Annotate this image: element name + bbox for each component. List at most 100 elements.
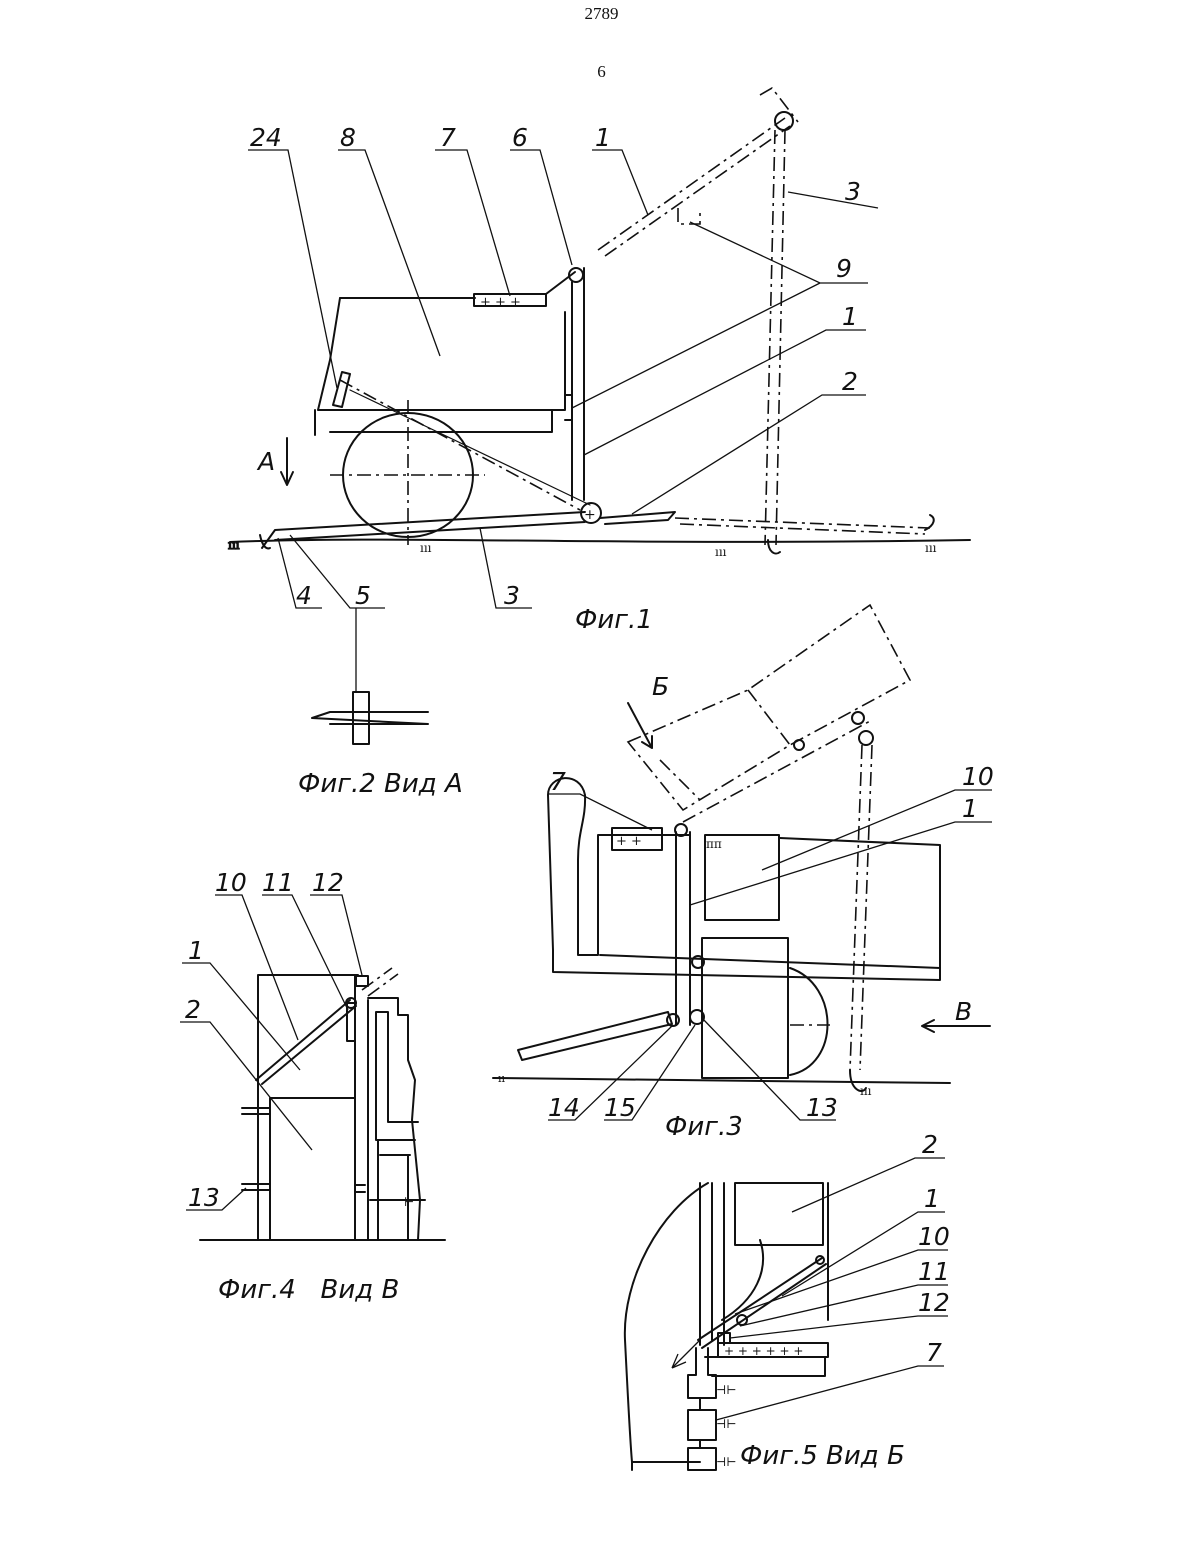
fig5-label-12: 12 <box>918 1288 950 1317</box>
fig4-leader-11 <box>262 895 348 1010</box>
fig1-link <box>546 272 575 294</box>
fig4-leader-2 <box>180 1022 312 1150</box>
fig1-leader-9 <box>572 222 868 408</box>
fig1-hatch: ııı <box>420 541 432 555</box>
fig4-lower-channel <box>378 1140 410 1240</box>
fig3-label-7: 7 <box>550 767 566 796</box>
fig1-caption: Фиг.1 <box>575 605 653 635</box>
fig3-leader-10 <box>762 790 992 870</box>
fig3-post-dashed <box>850 745 872 1070</box>
fig1-part-24 <box>333 372 350 407</box>
fig1-top-hinge <box>775 112 793 130</box>
figure-3: ıı ııı ᴨᴨ + + Б <box>493 605 994 1142</box>
fig1-label-1-top: 1 <box>595 123 611 152</box>
fig1-hatch: ııı <box>715 545 727 559</box>
fig3-raised-arm <box>683 720 872 822</box>
fig5-hinge-upper <box>688 1348 716 1398</box>
fig4-label-11: 11 <box>262 868 294 897</box>
fig1-chassis <box>315 410 552 435</box>
fig3-raised-box <box>628 605 910 810</box>
fig4-label-2: 2 <box>185 995 201 1024</box>
fig5-hinge-mid <box>688 1410 716 1440</box>
fig4-arm-1 <box>256 1000 356 1084</box>
figure-2: Фиг.2 Вид А <box>298 608 463 799</box>
fig3-label-15: 15 <box>604 1093 636 1122</box>
fig1-leader-7 <box>435 150 510 296</box>
fig4-pin-right <box>355 1185 365 1192</box>
fig5-part-2-curve <box>722 1240 763 1320</box>
fig1-hatch: ııı <box>925 541 937 555</box>
fig5-plate-lower <box>705 1357 825 1376</box>
fig3-plus-marks: + + <box>616 834 642 849</box>
fig5-leader-7 <box>716 1366 944 1420</box>
fig3-label-10: 10 <box>962 762 994 791</box>
fig5-label-7: 7 <box>926 1338 942 1367</box>
fig2-hook-plate <box>353 692 369 744</box>
fig3-label-1: 1 <box>962 794 978 823</box>
fig5-leader-12 <box>730 1316 948 1338</box>
fig3-label-13: 13 <box>806 1093 838 1122</box>
fig1-label-2: 2 <box>842 367 858 396</box>
fig5-leader-2 <box>792 1158 945 1212</box>
fig3-seat-back <box>548 778 690 955</box>
fig1-strut-dashed <box>340 380 580 510</box>
fig5-plus-marks: + + + + + + <box>724 1344 803 1358</box>
fig5-label-1: 1 <box>924 1184 940 1213</box>
fig1-arrow-a <box>281 438 293 485</box>
fig1-leader-1-mid <box>584 330 866 455</box>
fig1-leader-2 <box>632 395 866 514</box>
fig1-label-5: 5 <box>355 581 371 610</box>
fig1-label-6: 6 <box>512 123 528 152</box>
fig1-arm-raised <box>598 118 785 250</box>
fig3-hinge-14 <box>667 1014 679 1026</box>
fig1-label-1-mid: 1 <box>842 302 858 331</box>
fig1-ramp-dashed-lower <box>680 524 925 534</box>
fig3-raised-box-inner <box>660 690 790 800</box>
fig1-hatch: ııı <box>228 538 240 552</box>
fig1-ramp-2 <box>600 512 675 524</box>
fig1-ground <box>230 540 970 542</box>
fig1-leader-6 <box>510 150 572 265</box>
figure-4: ⊢ 10 11 12 1 2 13 Фиг.4 Вид В <box>180 868 445 1305</box>
fig1-arm-raised-lower <box>605 126 790 256</box>
fig1-label-3-bottom: 3 <box>504 581 520 610</box>
fig1-post-1 <box>572 268 584 500</box>
fig4-label-10: 10 <box>215 868 247 897</box>
fig3-post-hinge <box>859 731 873 745</box>
fig1-leader-24 <box>248 150 337 388</box>
fig5-label-11: 11 <box>918 1257 950 1286</box>
fig1-plus-marks: + + + <box>480 295 521 310</box>
fig4-label-1: 1 <box>188 936 204 965</box>
fig4-mark: ⊢ <box>404 1195 414 1209</box>
fig4-label-12: 12 <box>312 868 344 897</box>
fig3-arm-hinge <box>794 740 804 750</box>
fig1-label-4: 4 <box>296 581 312 610</box>
fig5-label-2: 2 <box>922 1130 938 1159</box>
fig4-post <box>355 975 368 1240</box>
fig3-label-14: 14 <box>548 1093 580 1122</box>
fig3-wheel <box>790 968 828 1075</box>
fig5-outline <box>625 1183 708 1462</box>
figure-5: + + + + + + ⊣⊢ ⊣⊢ ⊣⊢ 2 1 10 11 12 7 Фиг.… <box>625 1130 950 1471</box>
fig1-label-9: 9 <box>836 254 852 283</box>
fig1-label-a: А <box>256 447 275 476</box>
fig1-leader-1 <box>592 150 648 215</box>
fig5-posts <box>700 1183 724 1345</box>
fig1-label-24: 24 <box>250 123 282 152</box>
fig4-part-12 <box>356 976 368 986</box>
fig3-post-1 <box>676 832 690 1025</box>
fig1-leader-8 <box>338 150 440 356</box>
fig1-label-7: 7 <box>440 123 456 152</box>
fig1-strut <box>350 390 590 505</box>
fig3-caption: Фиг.3 <box>665 1112 743 1142</box>
fig1-ramp-3-lower <box>275 522 585 540</box>
fig5-caption: Фиг.5 Вид Б <box>740 1441 905 1471</box>
fig3-top-pivot <box>852 712 864 724</box>
fig4-frame <box>258 975 358 1240</box>
fig5-hinge-mark: ⊣⊢ <box>716 1383 737 1397</box>
fig2-caption: Фиг.2 Вид А <box>298 769 463 799</box>
fig1-post-3-dashed <box>765 130 785 545</box>
fig1-part-9-upper <box>678 208 700 224</box>
fig4-pin-13 <box>242 1184 270 1190</box>
